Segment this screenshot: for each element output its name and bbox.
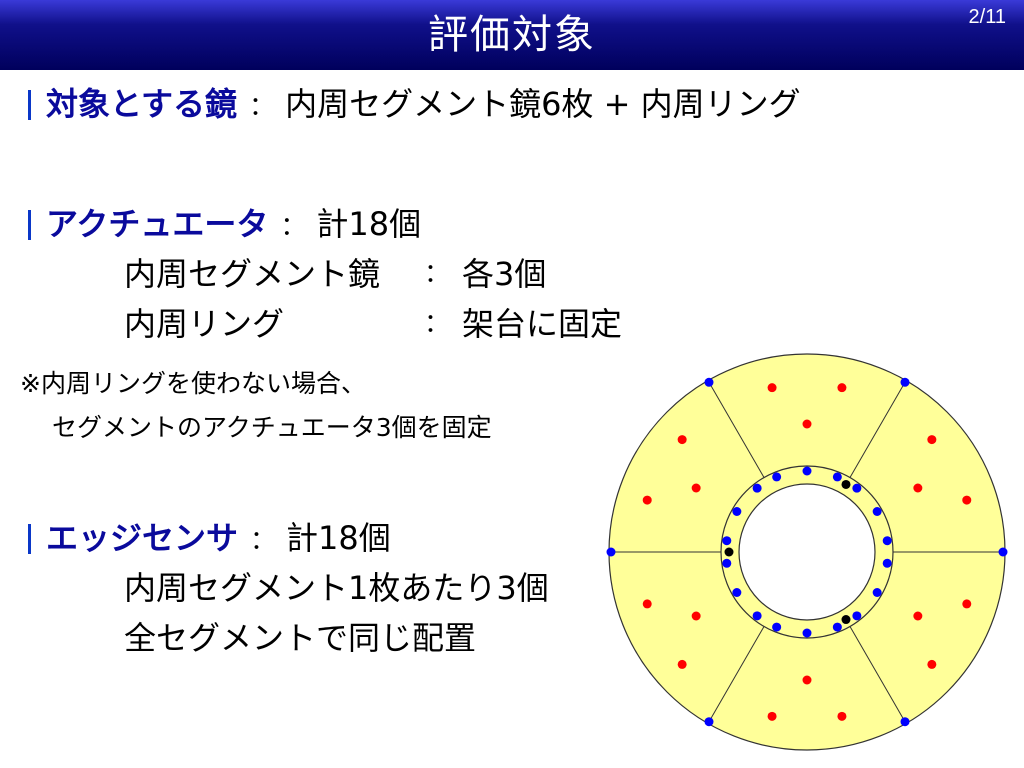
bullet-bar	[28, 210, 31, 240]
section-heading: 対象とする鏡	[46, 85, 238, 123]
colon: ：	[249, 92, 276, 122]
edge-sensor-outer	[704, 377, 714, 387]
actuator	[677, 659, 687, 669]
actuator	[642, 599, 652, 609]
edge-sensor-inner	[872, 507, 882, 516]
edge-sensor-inner	[832, 622, 842, 632]
section-value: 計18個	[316, 205, 422, 243]
edge-sensor-inner	[852, 483, 862, 493]
mirror-segment-diagram	[606, 353, 1008, 751]
bullet-bar	[28, 90, 31, 120]
edge-sensor-inner	[722, 536, 732, 546]
actuator	[837, 711, 847, 721]
edge-sensor-inner	[882, 558, 892, 568]
actuator-detail-segment-colon: ：	[424, 259, 451, 289]
actuator	[802, 419, 812, 429]
section-mirror: 対象とする鏡 ： 内周セグメント鏡6枚 + 内周リング	[46, 84, 801, 127]
actuator-detail-segment-label: 内周セグメント鏡	[124, 255, 381, 293]
actuator	[837, 383, 847, 393]
edge-sensor-outer	[900, 377, 910, 387]
actuator-detail-ring-colon: ：	[424, 309, 451, 339]
actuator	[927, 435, 937, 445]
inner-ring-fixed-point	[841, 615, 851, 625]
central-hole	[738, 483, 876, 621]
page-number: 2/11	[968, 6, 1006, 28]
title-bar: 評価対象 2/11	[0, 0, 1024, 70]
edge-sensor-inner	[832, 472, 842, 482]
inner-ring-fixed-point	[841, 479, 851, 489]
section-edge-sensor: エッジセンサ ： 計18個	[46, 518, 391, 561]
actuator	[767, 383, 777, 393]
actuator	[642, 495, 652, 505]
sensor-detail-2: 全セグメントで同じ配置	[124, 619, 477, 657]
actuator	[913, 483, 923, 493]
edge-sensor-inner	[802, 628, 812, 638]
actuator	[913, 611, 923, 621]
actuator	[691, 611, 701, 621]
edge-sensor-inner	[732, 588, 742, 597]
actuator	[677, 435, 687, 445]
actuator-detail-segment-value: 各3個	[462, 255, 547, 293]
segment-boundary-line	[849, 626, 907, 724]
edge-sensor-inner	[852, 611, 862, 621]
edge-sensor-inner	[772, 622, 782, 632]
edge-sensor-inner	[872, 588, 882, 597]
segment-boundary-line	[849, 380, 907, 478]
edge-sensor-inner	[882, 536, 892, 546]
note-line-1: ※内周リングを使わない場合、	[20, 369, 366, 398]
segment-boundary-line	[707, 380, 765, 478]
segment-boundary-line	[707, 626, 765, 724]
actuator-detail-ring-label: 内周リング	[124, 305, 285, 343]
edge-sensor-outer	[704, 717, 714, 727]
slide-title: 評価対象	[428, 12, 596, 58]
actuator-detail-ring-value: 架台に固定	[462, 305, 623, 343]
edge-sensor-outer	[998, 547, 1008, 557]
actuator	[962, 599, 972, 609]
actuator	[962, 495, 972, 505]
section-heading: アクチュエータ	[46, 205, 269, 243]
section-value: 計18個	[286, 519, 391, 557]
edge-sensor-inner	[722, 558, 732, 568]
colon: ：	[280, 212, 307, 242]
section-heading: エッジセンサ	[46, 519, 239, 557]
inner-ring-fixed-point	[724, 547, 734, 557]
actuator	[927, 659, 937, 669]
section-value: 内周セグメント鏡6枚 + 内周リング	[285, 85, 801, 123]
edge-sensor-outer	[900, 717, 910, 727]
sensor-detail-1: 内周セグメント1枚あたり3個	[124, 569, 549, 607]
actuator	[767, 711, 777, 721]
edge-sensor-inner	[732, 507, 742, 516]
edge-sensor-inner	[772, 472, 782, 482]
edge-sensor-inner	[802, 466, 812, 476]
note-line-2: セグメントのアクチュエータ3個を固定	[52, 413, 492, 442]
bullet-bar	[28, 524, 31, 554]
section-actuator: アクチュエータ ： 計18個	[46, 204, 421, 247]
actuator	[802, 675, 812, 685]
edge-sensor-outer	[606, 547, 616, 557]
actuator	[691, 483, 701, 493]
colon: ：	[250, 526, 277, 556]
edge-sensor-inner	[752, 611, 762, 621]
edge-sensor-inner	[752, 483, 762, 493]
